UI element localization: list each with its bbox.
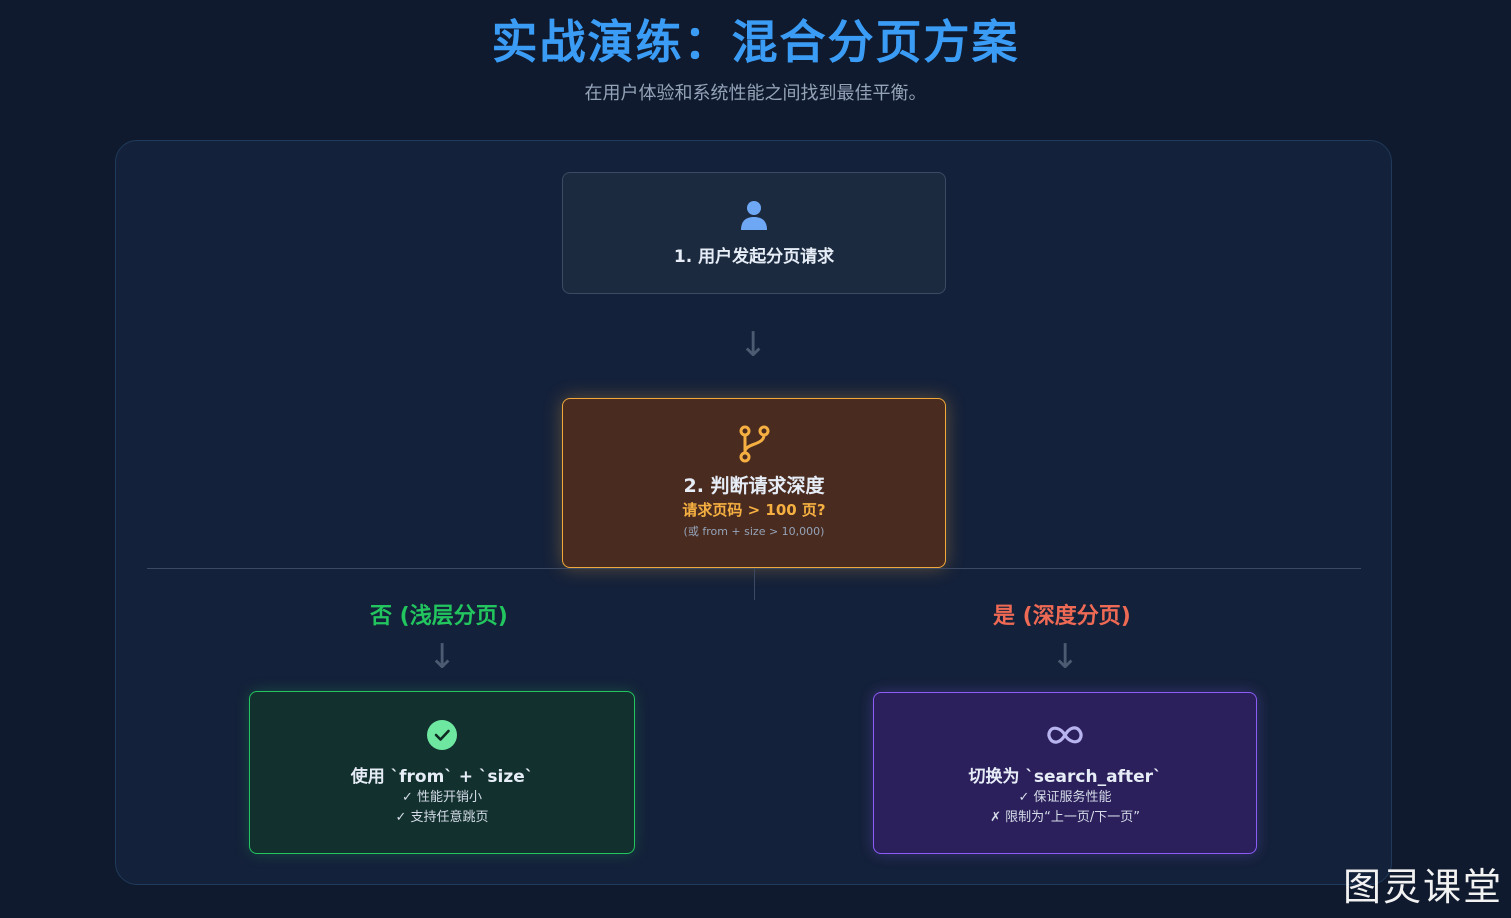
check-circle-icon [426, 718, 458, 752]
infinity-icon [1045, 718, 1085, 752]
shallow-point: ✓ 性能开销小 [401, 789, 483, 805]
branch-icon [737, 425, 771, 462]
deep-paging-title: 切换为 `search_after` [968, 767, 1162, 787]
down-arrow-icon: ↓ [428, 637, 457, 677]
deep-point: ✓ 保证服务性能 [1018, 790, 1112, 805]
branch-connector [754, 568, 755, 600]
decision-question: 请求页码 > 100 页? [682, 500, 826, 519]
branch-no-label: 否 (浅层分页) [370, 604, 508, 629]
down-arrow-icon: ↓ [1051, 637, 1080, 677]
shallow-point: ✓ 支持任意跳页 [395, 809, 489, 825]
watermark-logo: 图灵课堂 [1342, 865, 1503, 909]
decision-note: (或 from + size > 10,000) [683, 524, 825, 538]
decision-node: 2. 判断请求深度 请求页码 > 100 页? (或 from + size >… [562, 398, 946, 568]
start-node-title: 1. 用户发起分页请求 [673, 247, 835, 267]
deep-point: ✗ 限制为“上一页/下一页” [990, 810, 1140, 825]
page-subtitle: 在用户体验和系统性能之间找到最佳平衡。 [584, 83, 927, 104]
down-arrow-icon: ↓ [739, 325, 768, 365]
start-node: 1. 用户发起分页请求 [562, 172, 946, 294]
decision-node-title: 2. 判断请求深度 [683, 474, 825, 497]
deep-paging-node: 切换为 `search_after` ✓ 保证服务性能 ✗ 限制为“上一页/下一… [873, 692, 1257, 854]
shallow-paging-title: 使用 `from` + `size` [350, 766, 534, 787]
user-icon [739, 198, 769, 232]
branch-yes-label: 是 (深度分页) [993, 604, 1131, 629]
shallow-paging-node: 使用 `from` + `size` ✓ 性能开销小 ✓ 支持任意跳页 [249, 691, 635, 854]
page-title: 实战演练：混合分页方案 [491, 15, 1020, 69]
